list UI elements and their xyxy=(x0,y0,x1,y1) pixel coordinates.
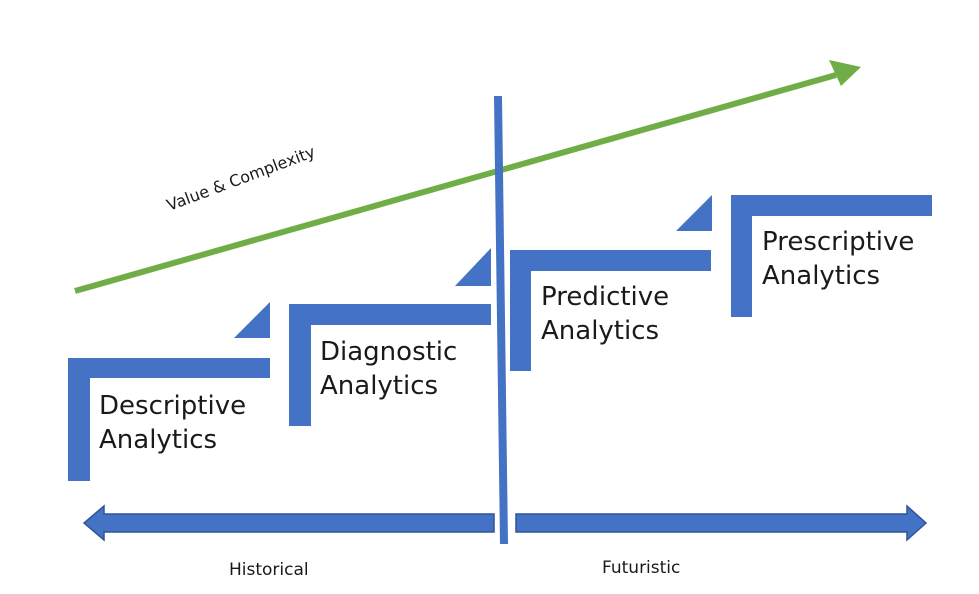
diagnostic-analytics-label: Diagnostic Analytics xyxy=(320,335,457,403)
diagnostic-step-shape xyxy=(289,304,491,426)
predictive-step-shape xyxy=(510,250,711,371)
descriptive-step-corner xyxy=(234,302,270,338)
historical-arrow xyxy=(82,504,495,542)
predictive-label-line1: Predictive xyxy=(541,282,670,312)
descriptive-label-line1: Descriptive xyxy=(99,391,247,421)
prescriptive-label-line2: Analytics xyxy=(762,261,881,291)
diagnostic-label-line1: Diagnostic xyxy=(320,337,458,367)
futuristic-arrow xyxy=(515,504,928,542)
predictive-step-corner xyxy=(676,195,712,231)
diagnostic-label-line2: Analytics xyxy=(320,371,439,401)
value-complexity-arrowhead xyxy=(829,60,861,86)
prescriptive-step-shape xyxy=(731,195,932,317)
historical-label: Historical xyxy=(229,560,309,580)
descriptive-step-shape xyxy=(68,358,270,481)
predictive-analytics-label: Predictive Analytics xyxy=(541,280,669,348)
futuristic-label: Futuristic xyxy=(602,558,681,578)
predictive-label-line2: Analytics xyxy=(541,316,660,346)
prescriptive-analytics-label: Prescriptive Analytics xyxy=(762,225,914,293)
present-divider-line xyxy=(494,96,508,544)
prescriptive-label-line1: Prescriptive xyxy=(762,227,915,257)
diagnostic-step-corner xyxy=(455,248,491,286)
descriptive-label-line2: Analytics xyxy=(99,425,218,455)
value-complexity-arrow-line xyxy=(74,72,837,294)
descriptive-analytics-label: Descriptive Analytics xyxy=(99,389,246,457)
